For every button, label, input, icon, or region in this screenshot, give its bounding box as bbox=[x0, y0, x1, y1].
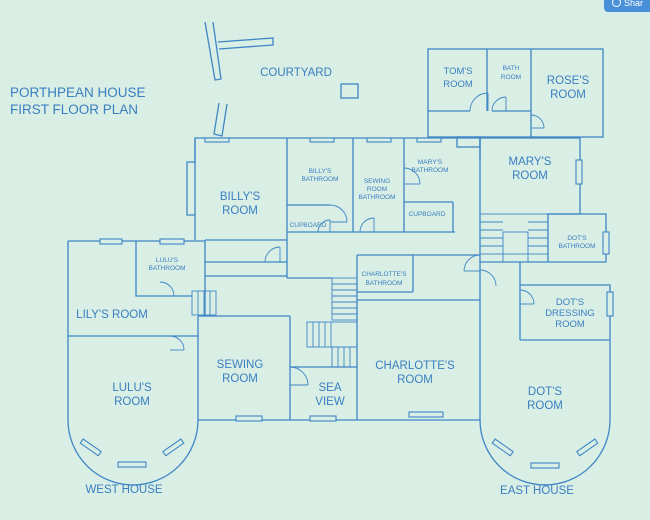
toms-room-label-2: ROOM bbox=[443, 79, 473, 90]
roses-room-label-1: ROSE'S bbox=[547, 75, 590, 87]
billys-bathroom-label-2: BATHROOM bbox=[301, 176, 338, 183]
sea-view-label-1: SEA bbox=[318, 382, 341, 394]
plan-title-line2: FIRST FLOOR PLAN bbox=[10, 102, 138, 117]
cupboard-2-label: CUPBOARD bbox=[409, 211, 446, 218]
sewing-room-label-1: SEWING bbox=[217, 359, 264, 371]
sea-view-label-2: VIEW bbox=[315, 396, 345, 408]
sewing-bathroom-label-2: ROOM bbox=[367, 186, 387, 193]
bath-room-label-1: BATH bbox=[503, 65, 520, 72]
billys-room-label-1: BILLY'S bbox=[220, 191, 261, 203]
marys-room-label-1: MARY'S bbox=[509, 156, 552, 168]
dots-dressing-label-2: DRESSING bbox=[545, 308, 595, 319]
dots-bathroom-label-2: BATHROOM bbox=[558, 243, 595, 250]
sewing-bathroom-label-3: BATHROOM bbox=[358, 194, 395, 201]
share-icon bbox=[612, 0, 621, 7]
east-house-label: EAST HOUSE bbox=[500, 485, 574, 497]
share-button-label: Shar bbox=[624, 0, 644, 8]
east-house bbox=[479, 137, 614, 486]
sewing-room-label-2: ROOM bbox=[222, 373, 258, 385]
charlottes-room-label-1: CHARLOTTE'S bbox=[375, 360, 455, 372]
share-button[interactable]: Shar bbox=[604, 0, 650, 12]
billys-room-label-2: ROOM bbox=[222, 205, 258, 217]
marys-room-label-2: ROOM bbox=[512, 170, 548, 182]
roses-room-label-2: ROOM bbox=[550, 89, 586, 101]
charlottes-bathroom-label-2: BATHROOM bbox=[365, 280, 402, 287]
west-house bbox=[67, 238, 205, 486]
lulus-room-label-2: ROOM bbox=[114, 396, 150, 408]
marys-bathroom-label-1: MARY'S bbox=[418, 159, 443, 166]
lulus-bathroom-label-1: LULU'S bbox=[156, 257, 179, 264]
courtyard-structures bbox=[204, 21, 359, 137]
marys-bathroom-label-2: BATHROOM bbox=[411, 167, 448, 174]
charlottes-room-label-2: ROOM bbox=[397, 374, 433, 386]
lilys-room-label: LILY'S ROOM bbox=[76, 309, 148, 321]
cupboard-1-label: CUPBOARD bbox=[290, 222, 327, 229]
plan-title-line1: PORTHPEAN HOUSE bbox=[10, 85, 146, 100]
sewing-bathroom-label-1: SEWING bbox=[364, 178, 390, 185]
tom-rose-wing bbox=[427, 48, 604, 138]
west-house-label: WEST HOUSE bbox=[85, 484, 162, 496]
lulus-room-label-1: LULU'S bbox=[112, 382, 152, 394]
billys-bathroom-label-1: BILLY'S bbox=[309, 168, 332, 175]
courtyard-label: COURTYARD bbox=[260, 67, 332, 79]
charlottes-bathroom-label-1: CHARLOTTE'S bbox=[362, 271, 408, 278]
toms-room-label-1: TOM'S bbox=[443, 66, 472, 77]
dots-dressing-label-1: DOT'S bbox=[556, 297, 584, 308]
staircases bbox=[191, 213, 549, 368]
lulus-bathroom-label-2: BATHROOM bbox=[148, 265, 185, 272]
dots-room-label-2: ROOM bbox=[527, 400, 563, 412]
dots-dressing-label-3: ROOM bbox=[555, 319, 585, 330]
dots-bathroom-label-1: DOT'S bbox=[567, 235, 587, 242]
dots-room-label-1: DOT'S bbox=[528, 386, 562, 398]
bath-room-label-2: ROOM bbox=[501, 74, 521, 81]
